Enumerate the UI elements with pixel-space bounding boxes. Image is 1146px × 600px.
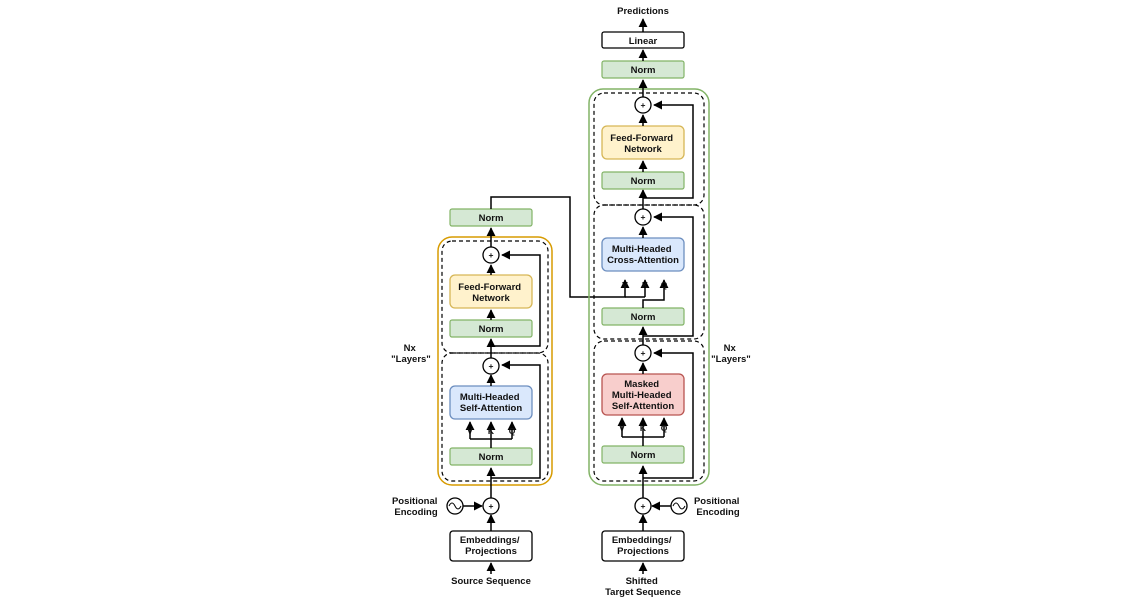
svg-text:Multi-Headed Self-Attent: Multi-Headed Self-Attention: [460, 392, 522, 414]
encoder-k-label: K: [488, 426, 495, 436]
svg-text:Linear: Linear: [629, 36, 658, 47]
encoder-q-label: Q: [509, 426, 516, 436]
svg-text:Norm: Norm: [479, 452, 504, 463]
decoder-masked-q-label: Q: [661, 423, 668, 433]
svg-text:Norm: Norm: [631, 450, 656, 461]
decoder-positional-label: Positional Encoding: [694, 496, 742, 518]
svg-text:+: +: [489, 250, 494, 260]
svg-text:Feed-Forward Network: Feed-Forward Network: [458, 282, 523, 304]
decoder-input-label: Shifted Target Sequence: [605, 576, 681, 598]
encoder-frame: [437, 236, 553, 486]
svg-text:Norm: Norm: [631, 176, 656, 187]
decoder-masked-sublayer: [593, 340, 705, 482]
decoder-ffn-sublayer: [593, 92, 705, 206]
output-label: Predictions: [617, 6, 669, 17]
decoder-masked-k-label: K: [640, 423, 647, 433]
decoder-cross-sublayer: [593, 204, 705, 340]
svg-text:+: +: [641, 212, 646, 222]
encoder-v-label: V: [467, 426, 473, 436]
decoder-repeat-label: Nx "Layers": [711, 343, 751, 365]
encoder-attn-sublayer: [441, 352, 549, 482]
svg-text:Norm: Norm: [479, 324, 504, 335]
encoder-input-label: Source Sequence: [451, 576, 531, 587]
svg-text:Masked Multi-Headed: Masked Multi-Headed Self-Attention: [612, 379, 674, 412]
decoder-cross-q-label: Q: [661, 280, 668, 290]
encoder-positional-label: Positional Encoding: [392, 496, 440, 518]
decoder-cross-k-label: K: [642, 280, 649, 290]
svg-text:Multi-Headed Cross-Atten: Multi-Headed Cross-Attention: [607, 244, 679, 266]
svg-text:+: +: [641, 348, 646, 358]
svg-text:Embeddings/ Projections: Embeddings/ Projections: [612, 535, 674, 557]
svg-text:Norm: Norm: [479, 213, 504, 224]
encoder-repeat-label: Nx "Layers": [391, 343, 431, 365]
svg-text:+: +: [489, 501, 494, 511]
encoder-embeddings-label: Embeddings/ Projections: [460, 535, 522, 557]
svg-text:Feed-Forward Network: Feed-Forward Network: [610, 133, 675, 155]
decoder: Shifted Target Sequence Embeddings/ Proj…: [588, 6, 751, 598]
decoder-cross-v-label: V: [622, 280, 628, 290]
svg-text:+: +: [489, 361, 494, 371]
encoder: Source Sequence Embeddings/ Projections …: [391, 196, 650, 587]
svg-text:Norm: Norm: [631, 65, 656, 76]
svg-text:+: +: [641, 100, 646, 110]
svg-text:Norm: Norm: [631, 312, 656, 323]
decoder-masked-v-label: V: [619, 423, 625, 433]
svg-text:+: +: [641, 501, 646, 511]
decoder-frame: [588, 88, 710, 486]
